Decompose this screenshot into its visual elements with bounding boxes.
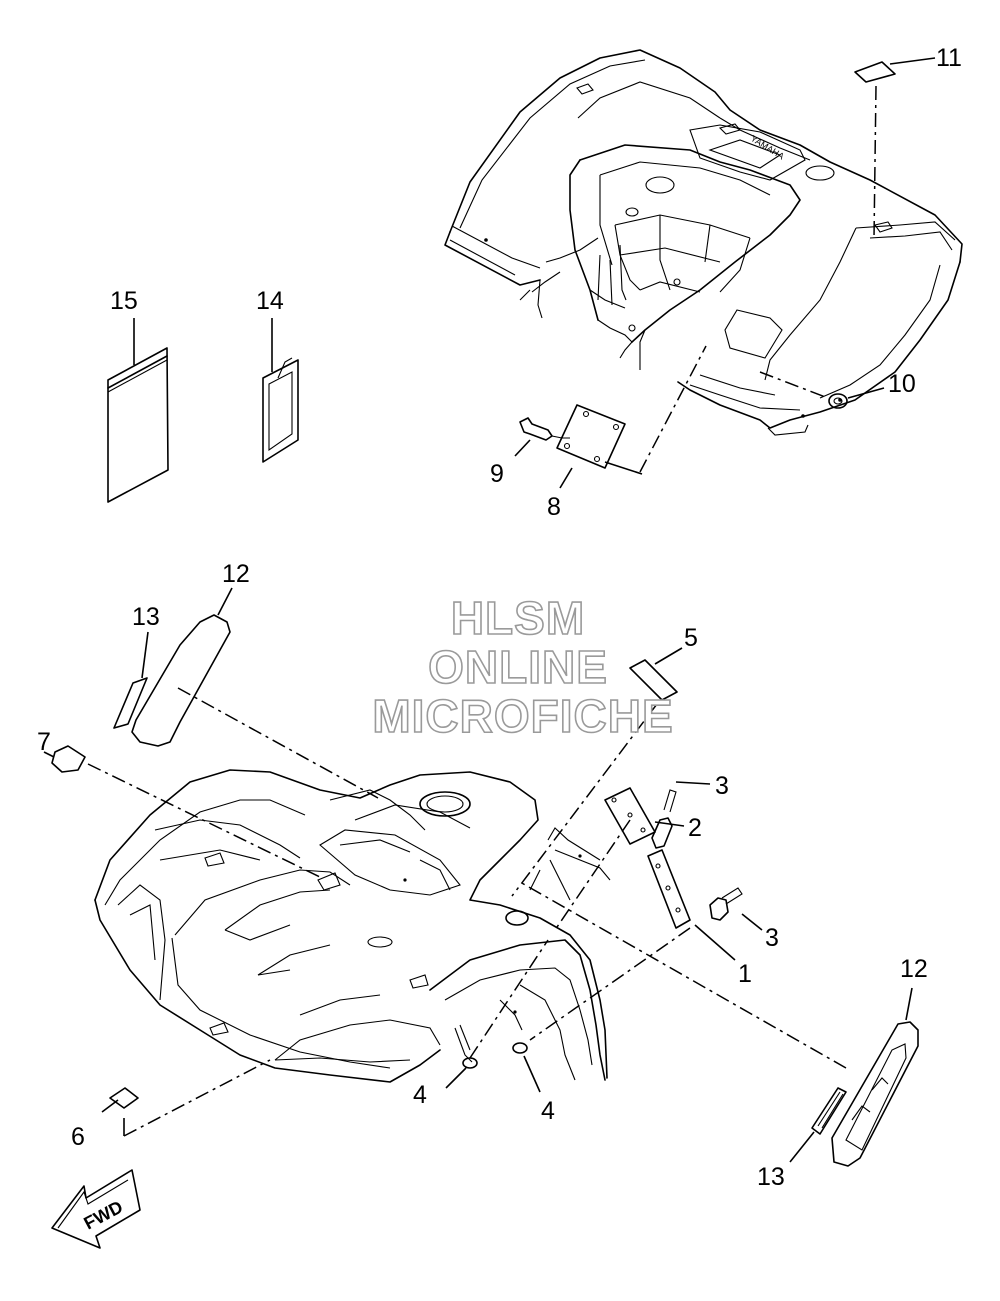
front-fender xyxy=(94,769,611,1083)
part-13-decal-left xyxy=(113,631,149,729)
callout-10: 10 xyxy=(888,370,916,398)
fwd-arrow-icon: FWD xyxy=(51,1169,141,1249)
part-14-tag xyxy=(262,318,299,463)
part-1-plate xyxy=(529,849,736,1041)
callout-3-lower: 3 xyxy=(765,924,779,952)
part-4-grommet-right xyxy=(512,1042,541,1093)
watermark-line-2: ONLINE xyxy=(428,641,608,693)
callout-numbers: 1 2 3 3 4 4 5 6 7 8 9 10 11 12 12 13 13 … xyxy=(37,44,962,1191)
part-4-grommet-left xyxy=(445,939,549,1089)
callout-11: 11 xyxy=(936,44,962,72)
callout-9: 9 xyxy=(490,460,504,488)
part-12-decal-left xyxy=(131,587,379,799)
watermark-line-3: MICROFICHE xyxy=(372,690,673,742)
callout-5: 5 xyxy=(684,624,698,652)
watermark: HLSM ONLINE MICROFICHE xyxy=(372,591,674,743)
part-5-label xyxy=(511,647,683,897)
part-7-emblem xyxy=(43,745,323,879)
part-6-label xyxy=(101,1059,271,1137)
callout-3-upper: 3 xyxy=(715,772,729,800)
callout-4-right: 4 xyxy=(541,1097,555,1125)
callout-13-right: 13 xyxy=(757,1163,785,1191)
part-9-rivet xyxy=(514,417,570,457)
part-3-rivet-upper xyxy=(651,781,711,849)
callout-13-left: 13 xyxy=(132,603,160,631)
callout-7: 7 xyxy=(37,728,51,756)
callout-6: 6 xyxy=(71,1123,85,1151)
callout-12-right: 12 xyxy=(900,955,928,983)
part-15-manual xyxy=(107,318,169,503)
callout-15: 15 xyxy=(110,287,138,315)
part-11-label xyxy=(854,57,936,239)
callout-14: 14 xyxy=(256,287,284,315)
part-8-plate xyxy=(556,345,707,489)
callout-8: 8 xyxy=(547,493,561,521)
callout-2: 2 xyxy=(688,814,702,842)
callout-1: 1 xyxy=(738,960,752,988)
watermark-line-1: HLSM xyxy=(451,592,585,644)
callout-12-left: 12 xyxy=(222,560,250,588)
part-3-rivet-lower xyxy=(709,887,763,931)
part-12-decal-right xyxy=(519,881,919,1167)
callout-4-left: 4 xyxy=(413,1081,427,1109)
part-13-decal-right xyxy=(789,1087,847,1163)
part-10-grommet xyxy=(759,371,885,409)
rear-fender: YAMAHA xyxy=(444,49,963,436)
